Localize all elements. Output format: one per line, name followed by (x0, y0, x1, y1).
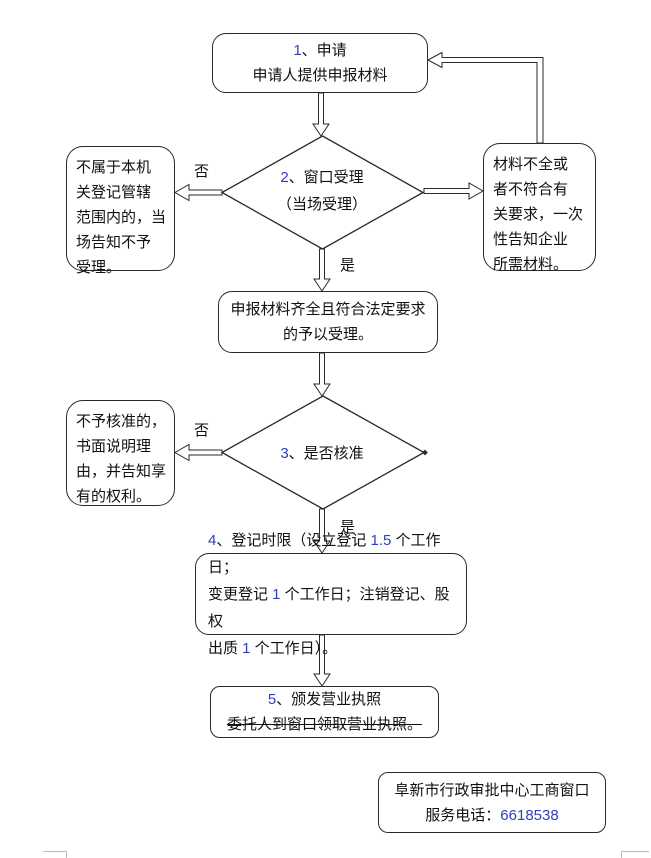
materials-notice-line: 材料不全或 (493, 156, 569, 173)
reject-scope-line: 范围内的，当 (76, 209, 167, 226)
crop-mark-bottom-left-vertical (66, 851, 68, 858)
step1-line1: 1、申请 (293, 42, 347, 59)
materials-notice-line: 所需材料。 (493, 256, 569, 273)
decision2-line1: 2、窗口受理 (280, 169, 364, 186)
step5-line2-strikethrough: 委托人到窗口领取营业执照。 (226, 716, 422, 733)
arrow-decision2-to-accept (313, 248, 331, 292)
materials-notice-line: 性告知企业 (493, 231, 569, 248)
reject-scope-line: 受理。 (76, 259, 122, 276)
reject-approval-line: 书面说明理 (76, 438, 152, 455)
arrow-decision2-to-materials (423, 182, 485, 200)
materials-notice-line: 者不符合有 (493, 181, 569, 198)
node-reject-approval-notice: 不予核准的， 书面说明理 由，并告知享 有的权利。 (66, 400, 175, 506)
step5-line1: 5、颁发营业执照 (267, 691, 382, 708)
materials-notice-line: 关要求，一次 (493, 206, 584, 223)
step4-line3: 出质 1 个工作日）。 (208, 639, 338, 657)
accept-line2: 的予以受理。 (282, 326, 373, 343)
crop-mark-bottom-left-horizontal (43, 851, 67, 853)
arrow-accept-to-decision3 (313, 352, 331, 397)
node-decision3-approval: 3、是否核准 (232, 440, 412, 467)
node-contact-info: 阜新市行政审批中心工商窗口 服务电话：6618538 (378, 772, 606, 833)
edge-label-yes-1: 是 (340, 257, 356, 274)
arrow-step4-to-step5 (313, 634, 331, 687)
node-reject-out-of-scope: 不属于本机 关登记管辖 范围内的，当 场告知不予 受理。 (66, 146, 175, 276)
decision2-line2: （当场受理） (276, 196, 367, 213)
node-step1-apply: 1、申请 申请人提供申报材料 (212, 33, 428, 93)
reject-approval-line: 有的权利。 (76, 488, 152, 505)
crop-mark-bottom-right-horizontal (621, 851, 649, 853)
arrow-decision3-to-reject-approval (173, 443, 223, 462)
arrow-materials-to-step1 (426, 51, 544, 144)
node-step4-time-limits: 4、登记时限（设立登记 1.5 个工作日； 变更登记 1 个工作日；注销登记、股… (195, 532, 467, 657)
reject-scope-line: 关登记管辖 (76, 184, 152, 201)
contact-line2: 服务电话：6618538 (425, 806, 559, 824)
edge-label-no-2: 否 (194, 422, 210, 439)
node-step5-issue-license: 5、颁发营业执照 委托人到窗口领取营业执照。 (210, 686, 439, 738)
node-decision2-window-acceptance: 2、窗口受理 （当场受理） (232, 164, 412, 218)
decision3-diamond (220, 395, 426, 510)
crop-mark-bottom-right-vertical (621, 851, 623, 858)
decision3-right-connector-point (422, 449, 428, 456)
arrow-decision2-to-reject-scope (173, 183, 223, 202)
accept-line1: 申报材料齐全且符合法定要求 (230, 301, 426, 318)
edge-label-yes-2: 是 (340, 519, 356, 536)
decision3-line1: 3、是否核准 (280, 445, 364, 462)
arrow-decision3-to-step4 (313, 508, 331, 554)
contact-line1: 阜新市行政审批中心工商窗口 (394, 781, 590, 799)
reject-scope-line: 场告知不予 (76, 234, 152, 251)
step1-line2: 申请人提供申报材料 (252, 67, 388, 84)
reject-scope-line: 不属于本机 (76, 159, 152, 176)
decision2-diamond (220, 135, 425, 250)
arrow-step1-to-decision2 (312, 92, 330, 137)
reject-approval-line: 由，并告知享 (76, 463, 167, 480)
edge-label-no-1: 否 (194, 163, 210, 180)
node-materials-incomplete-notice: 材料不全或 者不符合有 关要求，一次 性告知企业 所需材料。 (483, 143, 596, 273)
reject-approval-line: 不予核准的， (76, 413, 167, 430)
step4-line1: 4、登记时限（设立登记 1.5 个工作日； (208, 531, 441, 576)
step4-line2: 变更登记 1 个工作日；注销登记、股权 (208, 585, 450, 630)
node-accept-application: 申报材料齐全且符合法定要求 的予以受理。 (218, 291, 438, 353)
